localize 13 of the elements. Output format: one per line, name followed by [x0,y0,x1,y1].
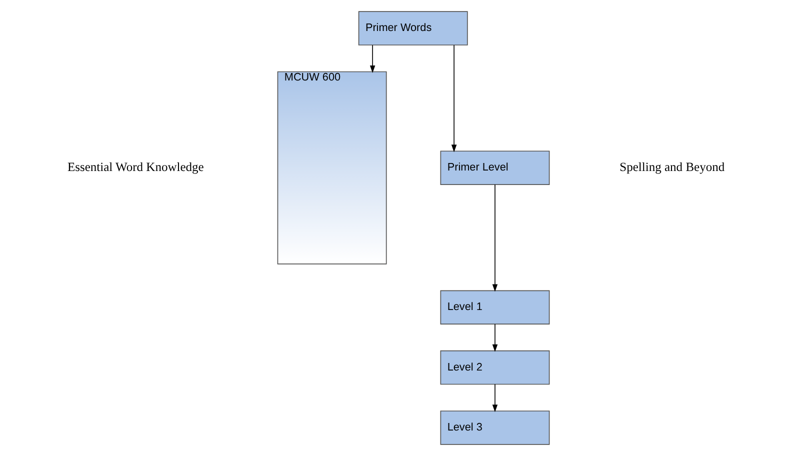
node-box: Level 3 [440,410,550,445]
node-box: Level 2 [440,350,550,385]
label: Essential Word Knowledge [66,160,204,174]
label: Spelling and Beyond [619,160,724,174]
arrow [492,184,498,292]
node-box: Primer Level [440,150,550,185]
node-box: MCUW 600 [276,71,386,264]
arrow [492,324,498,352]
arrow [450,44,456,152]
node-box: Primer Words [358,11,468,46]
arrow [369,44,375,73]
node-box: Level 1 [440,290,550,325]
arrow [492,384,498,412]
